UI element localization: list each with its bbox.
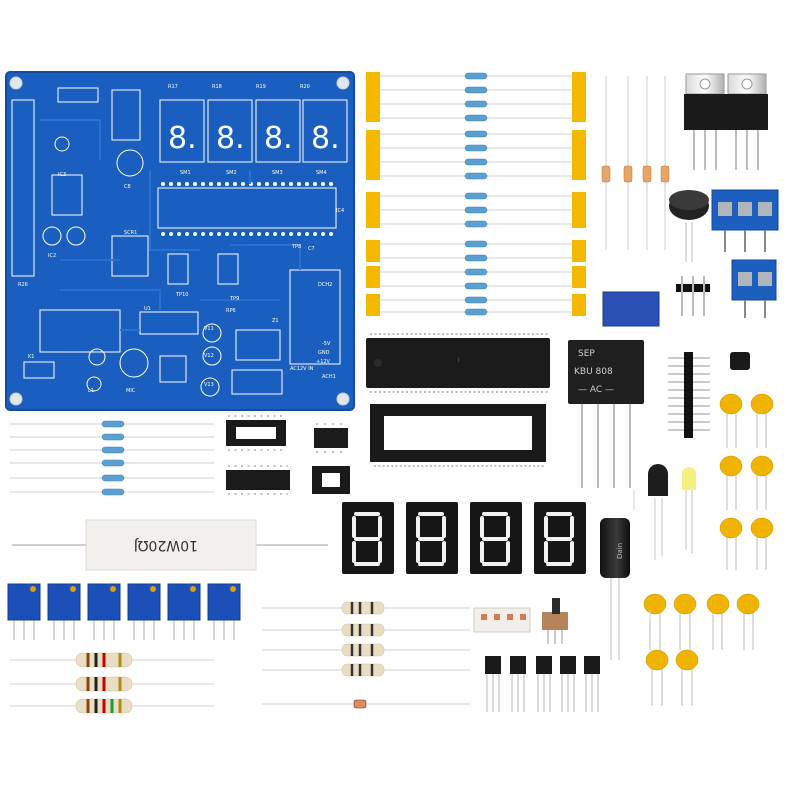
- svg-text:TP9: TP9: [229, 296, 239, 302]
- svg-text:SM4: SM4: [316, 170, 327, 176]
- dip16-ic: [226, 465, 290, 495]
- svg-text:IC3: IC3: [58, 172, 66, 178]
- svg-text:IC4: IC4: [336, 208, 344, 214]
- svg-text:Z1: Z1: [272, 318, 279, 324]
- bridge-model: KBU 808: [574, 367, 613, 377]
- svg-text:R18: R18: [212, 84, 222, 90]
- svg-text:DCH2: DCH2: [318, 282, 332, 288]
- svg-text:R19: R19: [256, 84, 266, 90]
- svg-text:8.: 8.: [168, 121, 197, 156]
- svg-text:IC2: IC2: [48, 253, 56, 259]
- beige-resistors: [10, 652, 214, 714]
- svg-text:ACH1: ACH1: [322, 374, 336, 380]
- svg-text:C8: C8: [124, 184, 131, 190]
- blue-resistors-left: [10, 420, 214, 496]
- trimpots: [7, 583, 241, 640]
- resistor-tape-strip: [366, 72, 586, 316]
- leds: [648, 464, 696, 560]
- svg-text:V12: V12: [204, 353, 214, 359]
- pin-header-10: [668, 352, 710, 438]
- svg-text:SM1: SM1: [180, 170, 191, 176]
- svg-text:V11: V11: [204, 326, 214, 332]
- connector-4pin: [473, 607, 531, 633]
- svg-text:8.: 8.: [311, 121, 340, 156]
- svg-text:+12V: +12V: [316, 359, 331, 365]
- svg-text:TP10: TP10: [175, 292, 188, 298]
- dip40-socket: [370, 404, 546, 467]
- dip8-ic: [314, 423, 348, 453]
- svg-text:RP6: RP6: [226, 308, 236, 314]
- capacitor-marking: Dain: [616, 543, 624, 559]
- voltage-regulators: [684, 73, 768, 170]
- power-resistor: 10W20ΩJ: [12, 519, 328, 571]
- svg-text:SM2: SM2: [226, 170, 237, 176]
- svg-text:-5V: -5V: [322, 341, 331, 347]
- bridge-terminals: — AC —: [578, 385, 614, 395]
- svg-text:R17: R17: [168, 84, 178, 90]
- svg-text:R20: R20: [300, 84, 310, 90]
- dip8-socket: [312, 466, 350, 494]
- svg-text:i: i: [458, 357, 460, 364]
- svg-text:U1: U1: [144, 306, 151, 312]
- svg-text:C7: C7: [308, 246, 315, 252]
- bridge-brand: SEP: [578, 349, 595, 359]
- svg-text:SM3: SM3: [272, 170, 283, 176]
- diodes: [601, 76, 670, 250]
- pin-header-3: [676, 276, 710, 316]
- slide-switch: [542, 598, 568, 644]
- svg-text:K1: K1: [28, 354, 34, 360]
- svg-text:TP8: TP8: [291, 244, 301, 250]
- svg-text:AC12V IN: AC12V IN: [290, 366, 314, 372]
- pcb-board: 8. 8. 8. 8.: [5, 71, 355, 411]
- small-black-part: [730, 352, 750, 370]
- svg-text:GND: GND: [318, 350, 330, 356]
- terminal-block-2pin: [731, 259, 777, 318]
- svg-text:SCR1: SCR1: [124, 230, 137, 236]
- electrolytic-capacitor: Dain: [600, 518, 630, 660]
- dip40-ic: i: [366, 333, 550, 393]
- resistors-middle: [262, 601, 470, 709]
- transistors: [485, 656, 600, 712]
- power-resistor-marking: 10W20ΩJ: [134, 537, 198, 553]
- seven-segment-displays: [342, 502, 586, 574]
- svg-text:8.: 8.: [264, 121, 293, 156]
- wire-leads: [633, 490, 651, 620]
- terminal-block-3pin: [711, 189, 779, 252]
- blue-relay: [602, 291, 660, 327]
- bridge-rectifier: SEP KBU 808 — AC —: [568, 340, 644, 488]
- svg-text:R26: R26: [18, 282, 28, 288]
- ceramic-capacitors: [643, 393, 774, 706]
- svg-text:V13: V13: [204, 382, 214, 388]
- dip16-socket: [226, 415, 286, 451]
- svg-text:MIC: MIC: [126, 388, 136, 394]
- svg-text:L1: L1: [88, 388, 94, 394]
- svg-text:8.: 8.: [216, 121, 245, 156]
- microphone: [669, 190, 709, 262]
